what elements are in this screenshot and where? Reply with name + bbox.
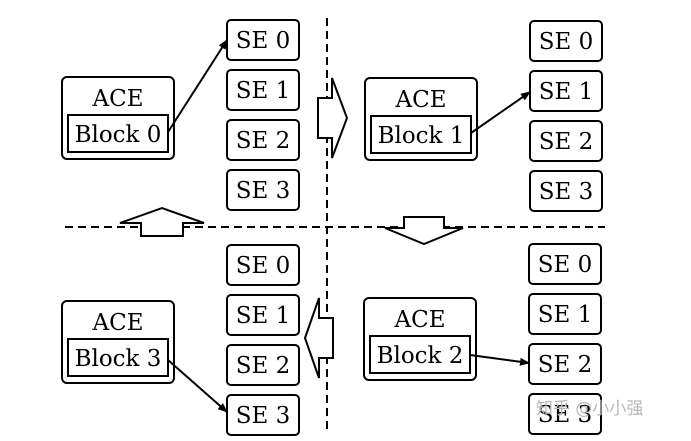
se-box: [226, 344, 300, 386]
se-label: SE 1: [538, 302, 593, 328]
se-label: SE 0: [539, 29, 594, 55]
rotate-up-arrow: [119, 206, 205, 237]
se-label: SE 3: [539, 179, 594, 205]
se-label: SE 2: [538, 352, 593, 378]
se-box: [226, 69, 300, 111]
block-label: Block 3: [75, 346, 162, 372]
block-label: Block 0: [75, 122, 162, 148]
rotate-right-arrow: [317, 77, 349, 159]
quadrant-block-0: ACE Block 0 SE 0 SE 1 SE 2 SE 3: [61, 19, 300, 211]
se-label: SE 2: [236, 353, 291, 379]
se-label: SE 1: [236, 78, 291, 104]
se-label: SE 1: [539, 79, 594, 105]
block-label: Block 2: [377, 343, 464, 369]
ace-label: ACE: [395, 87, 447, 113]
se-label: SE 0: [236, 253, 291, 279]
se-box: [226, 169, 300, 211]
se-label: SE 0: [236, 28, 291, 54]
se-box: [226, 119, 300, 161]
se-box: [226, 244, 300, 286]
block-box: [67, 114, 169, 153]
se-label: SE 1: [236, 303, 291, 329]
block-label: Block 1: [378, 123, 465, 149]
se-label: SE 2: [236, 128, 291, 154]
se-box: [226, 394, 300, 436]
dispatch-arrow: [469, 354, 530, 366]
dispatch-arrow: [167, 39, 228, 133]
quadrant-block-3: ACE Block 3 SE 0 SE 1 SE 2 SE 3: [61, 244, 300, 436]
rotate-down-arrow: [384, 216, 464, 246]
se-label: SE 3: [236, 178, 291, 204]
dispatch-arrow: [470, 91, 531, 134]
se-box: [528, 243, 602, 285]
block-box: [369, 335, 471, 374]
dispatch-arrow: [167, 359, 228, 413]
se-label: SE 2: [539, 129, 594, 155]
block-box: [370, 115, 472, 154]
ace-label: ACE: [394, 307, 446, 333]
ace-label: ACE: [92, 86, 144, 112]
se-box: [529, 70, 603, 112]
watermark: 知乎 @小小强: [536, 399, 643, 419]
se-box: [529, 120, 603, 162]
ace-label: ACE: [92, 310, 144, 336]
se-label: SE 3: [538, 402, 593, 428]
se-label: SE 0: [538, 252, 593, 278]
quadrant-block-2: ACE Block 2 SE 0 SE 1 SE 2 SE 3: [363, 243, 602, 435]
se-box: [529, 170, 603, 212]
rotate-left-arrow: [303, 297, 334, 379]
quadrant-block-1: ACE Block 1 SE 0 SE 1 SE 2 SE 3: [364, 20, 603, 212]
se-box: [528, 393, 602, 435]
block-box: [67, 338, 169, 377]
se-box: [529, 20, 603, 62]
se-label: SE 3: [236, 403, 291, 429]
se-box: [226, 294, 300, 336]
se-box: [528, 293, 602, 335]
